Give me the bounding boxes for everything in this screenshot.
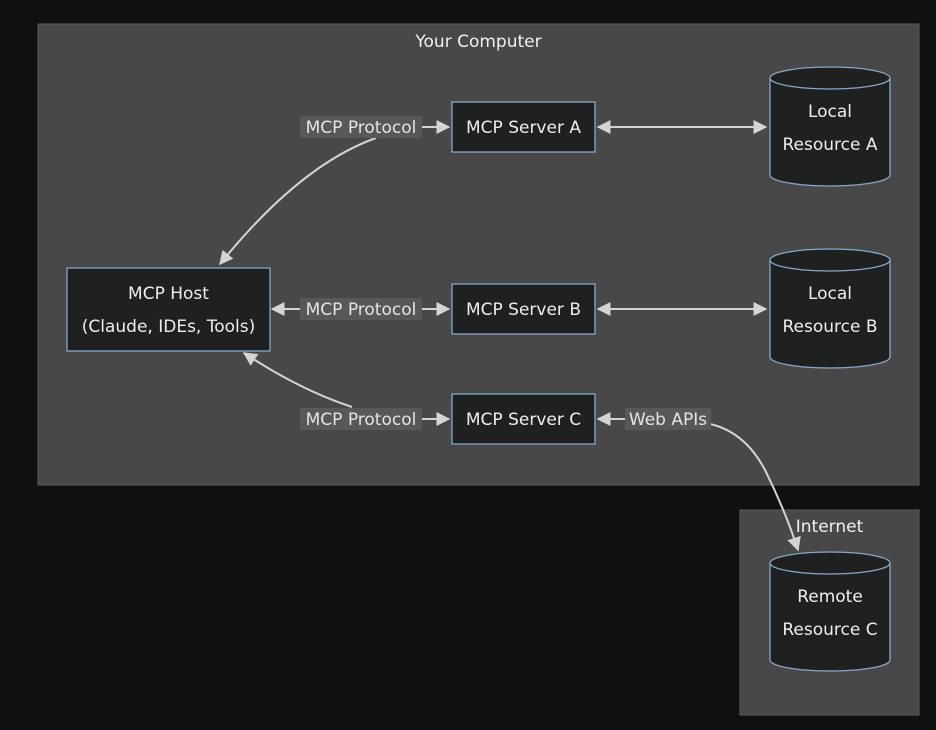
svg-text:Resource B: Resource B (782, 317, 877, 337)
svg-text:Local: Local (808, 102, 852, 122)
svg-text:MCP Server C: MCP Server C (466, 410, 581, 430)
svg-text:Resource C: Resource C (782, 620, 877, 640)
svg-text:MCP Protocol: MCP Protocol (306, 118, 417, 138)
svg-text:Local: Local (808, 284, 852, 304)
svg-text:MCP Protocol: MCP Protocol (306, 410, 417, 430)
node-mcp-server-b: MCP Server B (451, 283, 596, 335)
node-local-resource-a: Local Resource A (769, 66, 891, 187)
svg-text:MCP Server A: MCP Server A (466, 118, 581, 138)
edge-label-server-c-remote: Web APIs (625, 408, 711, 430)
node-mcp-server-c: MCP Server C (451, 393, 596, 445)
node-mcp-server-a: MCP Server A (451, 101, 596, 153)
cluster-title-internet: Internet (796, 517, 864, 537)
edge-label-host-server-a: MCP Protocol (300, 116, 422, 138)
node-mcp-host-line-1: MCP Host (128, 284, 209, 304)
node-remote-resource-c: Remote Resource C (769, 551, 891, 672)
edge-label-host-server-b: MCP Protocol (300, 298, 422, 320)
edge-host-to-label-c (242, 352, 353, 408)
node-local-resource-b: Local Resource B (769, 248, 891, 369)
node-mcp-host-line-2: (Claude, IDEs, Tools) (82, 317, 256, 337)
edge-webapis-to-resource-c (709, 423, 801, 552)
edge-label-host-server-c: MCP Protocol (300, 408, 422, 430)
cluster-title-your-computer: Your Computer (414, 32, 541, 52)
node-mcp-host: MCP Host (Claude, IDEs, Tools) (66, 267, 271, 352)
svg-text:Resource A: Resource A (783, 135, 878, 155)
edge-host-to-label-a (219, 137, 377, 266)
svg-text:MCP Server B: MCP Server B (466, 300, 581, 320)
svg-text:Web APIs: Web APIs (629, 410, 707, 430)
svg-text:Remote: Remote (797, 587, 863, 607)
svg-text:MCP Protocol: MCP Protocol (306, 300, 417, 320)
